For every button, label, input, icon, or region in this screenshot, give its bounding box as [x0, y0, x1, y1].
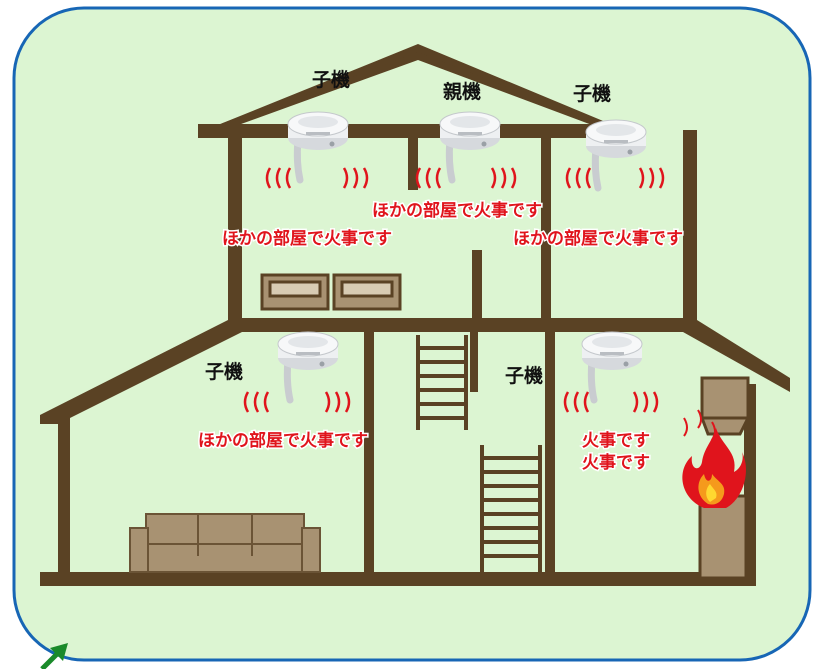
lower-stairs — [480, 445, 542, 572]
bed-icon — [260, 273, 402, 311]
sofa-icon — [129, 513, 321, 573]
house — [40, 44, 790, 586]
upper-stairs — [416, 335, 468, 430]
message-child-upper-left: ほかの部屋で火事です — [222, 228, 392, 249]
stairs-icon — [416, 335, 542, 572]
label-parent: 親機 — [443, 80, 481, 103]
cabinet — [698, 376, 751, 580]
label-child-lower-right: 子機 — [505, 364, 543, 387]
lower-roof-left — [40, 320, 242, 424]
lower-roof-right — [683, 320, 790, 392]
message-child-lower-right-line2: 火事です — [582, 453, 650, 473]
message-child-lower-right-line1: 火事です — [582, 431, 650, 451]
label-child-upper-right: 子機 — [573, 82, 611, 105]
message-child-lower-left: ほかの部屋で火事です — [198, 430, 368, 451]
arrow-icon — [40, 643, 68, 669]
upper-roof — [210, 48, 618, 128]
message-parent: ほかの部屋で火事です — [372, 200, 542, 221]
message-child-upper-right: ほかの部屋で火事です — [513, 228, 683, 249]
fire-icon — [682, 409, 747, 508]
label-child-upper-left: 子機 — [312, 68, 350, 91]
background-frame — [12, 6, 812, 662]
label-child-lower-left: 子機 — [205, 360, 243, 383]
